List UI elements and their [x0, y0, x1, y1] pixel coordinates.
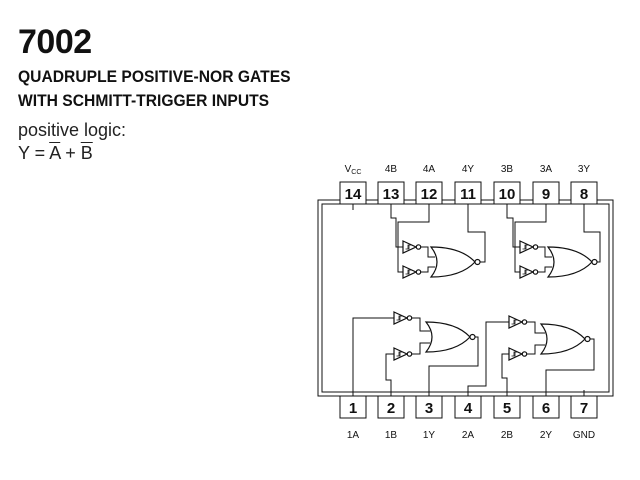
pin-label-sub: CC [351, 169, 361, 176]
nor-gate-2 [467, 315, 595, 396]
pin-number: 8 [580, 186, 588, 203]
nor-gate-icon [425, 321, 476, 353]
schmitt-trigger-icon [402, 265, 422, 279]
pin-number: 2 [387, 400, 395, 417]
pin-number: 9 [542, 186, 550, 203]
schmitt-trigger-icon [519, 240, 539, 254]
pin-label: 1B [385, 430, 398, 441]
nor-gate-3 [506, 204, 601, 279]
equation-lhs: Y = [18, 143, 50, 163]
pin-label: 2Y [540, 430, 553, 441]
pin-2: 2 1B [377, 395, 405, 441]
bottom-pins: 1 1A 2 1B 3 1Y 4 2A 5 2B 6 2Y [339, 395, 598, 441]
pin-number: 3 [425, 400, 433, 417]
logic-equation: Y = A + B [18, 142, 93, 164]
schmitt-trigger-icon [402, 240, 422, 254]
nor-gate-4 [390, 204, 486, 279]
equation-b: B [80, 143, 93, 163]
pin-8: 8 3Y [570, 164, 598, 205]
pin-number: 4 [464, 400, 473, 417]
schmitt-trigger-icon [508, 315, 528, 329]
pin-14: 14 VCC [339, 164, 367, 205]
part-number: 7002 [18, 23, 92, 61]
pin-number: 12 [421, 186, 438, 203]
logic-label: positive logic: [18, 120, 127, 140]
schmitt-trigger-icon [393, 347, 413, 361]
pin-6: 6 2Y [532, 395, 560, 441]
pin-label: 2A [462, 430, 475, 441]
pin-9: 9 3A [532, 164, 560, 205]
package-outline-inner [321, 203, 610, 393]
pin-number: 14 [345, 186, 362, 203]
pin-label: 1A [347, 430, 360, 441]
pin-number: 5 [503, 400, 511, 417]
pin-number: 10 [499, 186, 516, 203]
pin-label: 3A [540, 164, 553, 175]
pin-10: 10 3B [493, 164, 521, 205]
nor-gate-icon [540, 323, 591, 355]
pin-4: 4 2A [454, 395, 482, 441]
pin-label: VCC [345, 164, 362, 176]
equation-plus: + [60, 143, 81, 163]
pin-label: 4A [423, 164, 436, 175]
pin-13: 13 4B [377, 164, 405, 205]
pin-label: 1Y [423, 430, 436, 441]
pin-1: 1 1A [339, 395, 367, 441]
schmitt-trigger-icon [393, 311, 413, 325]
nor-gate-icon [547, 246, 598, 278]
pin-label: GND [573, 430, 595, 441]
nor-gate-1 [352, 311, 479, 396]
title-line-2: WITH SCHMITT-TRIGGER INPUTS [18, 91, 270, 110]
pin-7: 7 GND [570, 395, 598, 441]
equation-a: A [49, 143, 61, 163]
package-outline-outer [317, 199, 614, 397]
pin-3: 3 1Y [415, 395, 443, 441]
pin-label-main: V [345, 164, 352, 175]
top-pins: 14 VCC 13 4B 12 4A 11 4Y 10 3B 9 3A [339, 164, 598, 205]
pin-label: 4B [385, 164, 398, 175]
pin-5: 5 2B [493, 395, 521, 441]
schmitt-trigger-icon [508, 347, 528, 361]
pin-label: 3Y [578, 164, 591, 175]
nor-gate-icon [430, 246, 481, 278]
pin-number: 11 [460, 186, 476, 203]
pin-label: 2B [501, 430, 514, 441]
pin-number: 1 [349, 400, 357, 417]
title-line-1: QUADRUPLE POSITIVE-NOR GATES [18, 67, 291, 86]
pin-label: 3B [501, 164, 514, 175]
pin-number: 6 [542, 400, 550, 417]
schmitt-trigger-icon [519, 265, 539, 279]
pin-number: 13 [383, 186, 400, 203]
pin-11: 11 4Y [454, 164, 482, 205]
pin-12: 12 4A [415, 164, 443, 205]
pin-number: 7 [580, 400, 588, 417]
pin-label: 4Y [462, 164, 475, 175]
